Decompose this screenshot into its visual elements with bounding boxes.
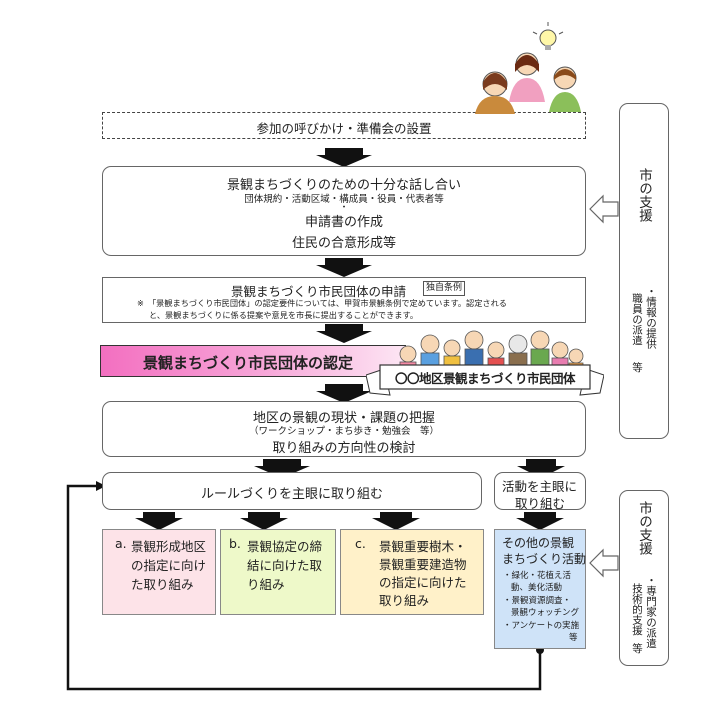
option-a-line-3: た取り組み bbox=[131, 577, 194, 592]
support-arrow-2 bbox=[589, 548, 619, 578]
step-survey-direction: 取り組みの方向性の検討 bbox=[272, 441, 416, 456]
option-b-line-1: 景観協定の締 bbox=[247, 539, 323, 554]
option-b-box: b. 景観協定の締 結に向けた取 り組み bbox=[220, 529, 336, 615]
down-arrow-6 bbox=[517, 459, 565, 478]
certification-band: 景観まちづくり市民団体の認定 bbox=[100, 345, 406, 377]
rule-making-box: ルールづくりを主眼に取り組む bbox=[102, 472, 482, 510]
down-arrow-2 bbox=[316, 258, 372, 277]
city-support-2-item-2: 技術的支援 bbox=[631, 583, 643, 636]
option-c-line-3: の指定に向けた bbox=[379, 575, 467, 590]
down-arrow-4 bbox=[316, 384, 372, 403]
activity-line-1: 活動を主眼に bbox=[502, 479, 578, 494]
feedback-loop-line bbox=[66, 484, 542, 691]
support-arrow-1 bbox=[589, 194, 619, 224]
city-support-title-1: 市の支援 bbox=[636, 168, 652, 222]
option-c-box: c. 景観重要樹木・ 景観重要建造物 の指定に向けた 取り組み bbox=[340, 529, 484, 615]
down-arrow-3 bbox=[316, 324, 372, 343]
option-d-item-6: 等 bbox=[569, 633, 578, 643]
step-recruitment-box: 参加の呼びかけ・準備会の設置 bbox=[102, 112, 586, 139]
step-survey-box: 地区の景観の現状・課題の把握 （ワークショップ・まち歩き・勉強会 等） 取り組み… bbox=[102, 401, 586, 457]
feedback-loop-head bbox=[96, 481, 106, 491]
person-left bbox=[475, 71, 515, 114]
group-name-banner-text: 〇〇地区景観まちづくり市民団体 bbox=[394, 371, 576, 386]
down-arrow-8 bbox=[240, 512, 288, 530]
option-d-line-2: まちづくり活動 bbox=[502, 552, 587, 566]
step-application-title: 景観まちづくり市民団体の申請 bbox=[231, 284, 407, 299]
down-arrow-10 bbox=[516, 512, 564, 530]
lightbulb-icon bbox=[532, 22, 564, 50]
city-support-2-item-3: 等 bbox=[631, 643, 643, 654]
option-d-item-4: 景観ウォッチング bbox=[511, 608, 580, 618]
down-arrow-9 bbox=[372, 512, 420, 530]
option-c-line-4: 取り組み bbox=[379, 593, 430, 608]
step-application-box: 景観まちづくり市民団体の申請 独自条例 ※ 「景観まちづくり市民団体」の認定要件… bbox=[102, 277, 586, 323]
step-application-form: 申請書の作成 bbox=[304, 215, 383, 230]
person-center bbox=[509, 52, 545, 102]
option-d-item-5: ・アンケートの実施 bbox=[503, 621, 580, 631]
option-b-line-3: り組み bbox=[247, 577, 285, 592]
city-support-1-item-2: 職員の派遣 bbox=[631, 293, 643, 346]
step-application-note-1: ※ 「景観まちづくり市民団体」の認定要件については、甲賀市景観条例で定めています… bbox=[137, 298, 507, 308]
option-a-line-2: の指定に向け bbox=[131, 558, 207, 573]
down-arrow-7 bbox=[135, 512, 183, 530]
step-discussion-dot: ・ bbox=[339, 203, 349, 213]
family-discussion-illustration bbox=[475, 22, 581, 114]
city-support-1-item-1: ・情報の提供 bbox=[645, 286, 657, 349]
step-discussion-box: 景観まちづくりのための十分な話し合い 団体規約・活動区域・構成員・役員・代表者等… bbox=[102, 166, 586, 256]
option-d-item-3: ・景観資源調査・ bbox=[503, 596, 572, 606]
down-arrow-1 bbox=[316, 148, 372, 167]
ordinance-badge: 独自条例 bbox=[423, 281, 466, 296]
option-c-line-1: 景観重要樹木・ bbox=[379, 539, 467, 554]
step-recruitment-text: 参加の呼びかけ・準備会の設置 bbox=[256, 121, 432, 136]
option-d-line-1: その他の景観 bbox=[502, 536, 575, 550]
option-a-line-1: 景観形成地区 bbox=[131, 539, 207, 554]
step-application-note-2: と、景観まちづくりに係る提案や意見を市長に提出することができます。 bbox=[149, 310, 419, 320]
step-consensus: 住民の合意形成等 bbox=[291, 236, 396, 251]
option-b-mark: b. bbox=[229, 536, 241, 551]
step-survey-title: 地区の景観の現状・課題の把握 bbox=[252, 411, 435, 426]
step-discussion-detail: 団体規約・活動区域・構成員・役員・代表者等 bbox=[244, 194, 444, 205]
person-right bbox=[549, 66, 581, 112]
city-support-box-2: 市の支援 ・専門家の派遣 技術的支援 等 bbox=[619, 490, 669, 666]
activity-box: 活動を主眼に 取り組む bbox=[494, 472, 586, 511]
option-d-item-2: 動、美化活動 bbox=[511, 583, 563, 593]
banner-body bbox=[379, 364, 591, 390]
step-discussion-title: 景観まちづくりのための十分な話し合い bbox=[226, 178, 461, 193]
city-support-1-item-3: 等 bbox=[631, 362, 643, 373]
option-c-mark: c. bbox=[355, 536, 366, 551]
group-name-banner bbox=[366, 364, 604, 396]
city-support-2-item-1: ・専門家の派遣 bbox=[645, 575, 657, 649]
down-arrow-5 bbox=[254, 459, 310, 478]
city-support-title-2: 市の支援 bbox=[636, 501, 652, 555]
option-a-box: a. 景観形成地区 の指定に向け た取り組み bbox=[102, 529, 216, 615]
rule-making-text: ルールづくりを主眼に取り組む bbox=[200, 487, 383, 502]
option-a-mark: a. bbox=[115, 536, 127, 551]
certification-title: 景観まちづくり市民団体の認定 bbox=[143, 354, 354, 372]
step-survey-sub: （ワークショップ・まち歩き・勉強会 等） bbox=[248, 426, 439, 437]
option-d-box: その他の景観 まちづくり活動 ・緑化・花植え活 動、美化活動 ・景観資源調査・ … bbox=[494, 529, 586, 649]
option-d-item-1: ・緑化・花植え活 bbox=[503, 571, 572, 581]
option-c-line-2: 景観重要建造物 bbox=[379, 557, 467, 572]
city-support-box-1: 市の支援 ・情報の提供 職員の派遣 等 bbox=[619, 103, 669, 439]
option-b-line-2: 結に向けた取 bbox=[247, 558, 323, 573]
activity-line-2: 取り組む bbox=[515, 496, 566, 511]
